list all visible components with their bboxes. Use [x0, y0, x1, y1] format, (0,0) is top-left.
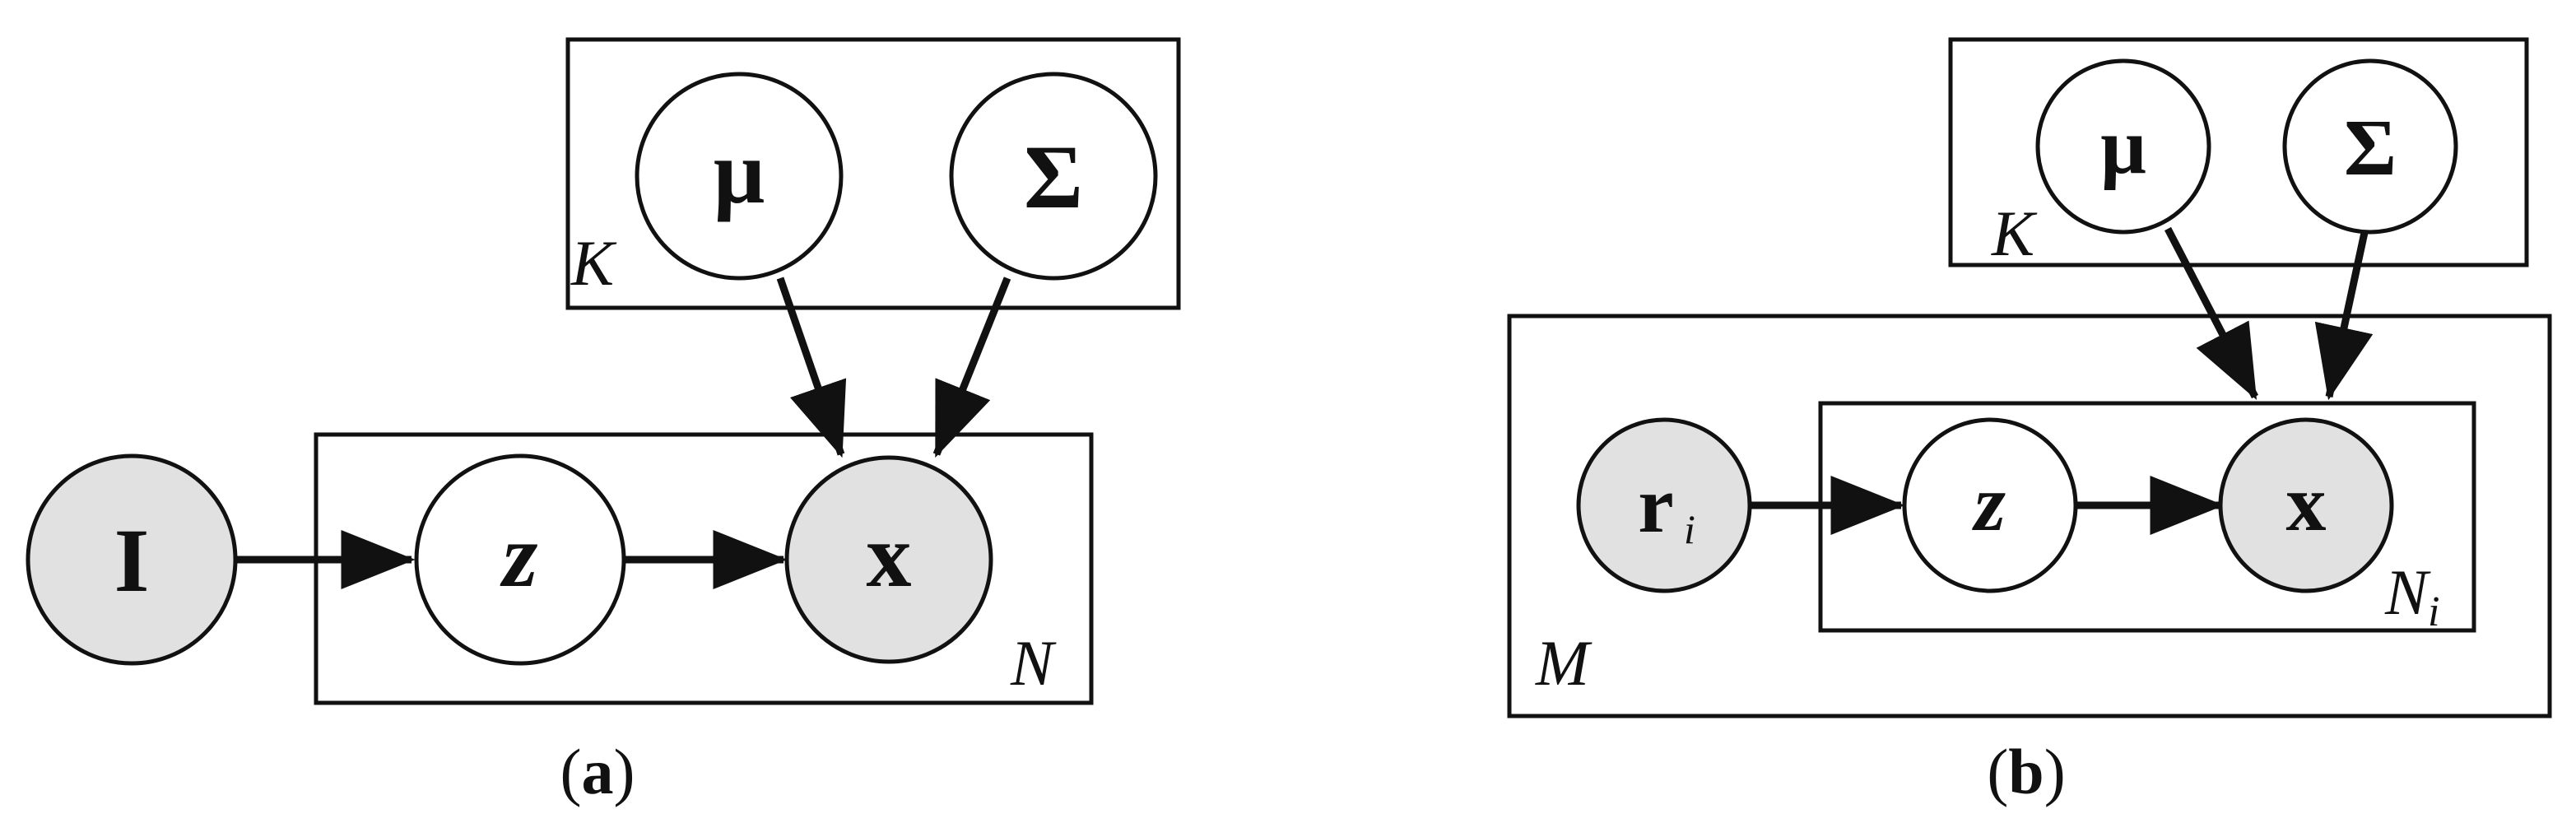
plate-b-M: M	[1507, 314, 2552, 718]
edge-a-sigma-x	[932, 277, 1011, 458]
plate-b-Ni-label: Ni	[2384, 556, 2439, 635]
node-b-mu: μ	[2035, 58, 2211, 235]
node-a-x: x	[784, 455, 993, 664]
node-a-z: z	[414, 453, 626, 666]
plate-b-Ni-label-main: N	[2384, 556, 2431, 628]
node-b-x: x	[2218, 417, 2394, 593]
node-a-sigma-symbol: Σ	[1024, 127, 1083, 227]
plate-b-Ni: Ni	[1818, 401, 2476, 635]
plate-b-K: K	[1948, 37, 2529, 269]
node-b-sigma: Σ	[2282, 58, 2458, 235]
diagram-a: K N μ Σ I	[26, 37, 1181, 807]
node-b-x-symbol: x	[2286, 459, 2327, 548]
node-b-mu-symbol: μ	[2100, 102, 2146, 191]
edge-b-sigma-x	[2314, 228, 2374, 401]
plate-b-M-label: M	[1535, 627, 1593, 699]
node-a-mu-symbol: μ	[714, 122, 765, 222]
plate-b-K-label: K	[1991, 198, 2038, 269]
node-a-sigma: Σ	[949, 72, 1158, 281]
node-a-x-symbol: x	[867, 505, 912, 606]
node-a-z-symbol: z	[500, 505, 538, 606]
plate-a-N-label: N	[1010, 627, 1057, 699]
node-b-z-symbol: z	[1972, 459, 2006, 548]
node-b-r-symbol: r	[1638, 461, 1674, 550]
caption-a: (a)	[560, 736, 635, 807]
node-a-I: I	[26, 453, 238, 666]
node-b-z: z	[1902, 417, 2078, 593]
caption-b-letter: b	[2008, 736, 2044, 807]
plate-a-K: K	[565, 37, 1181, 310]
node-b-r-subscript: i	[1684, 506, 1695, 552]
caption-a-letter: a	[582, 736, 614, 807]
diagram-b: K M Ni μ Σ	[1507, 37, 2552, 807]
node-a-I-symbol: I	[114, 510, 150, 611]
plate-a-K-label: K	[570, 227, 617, 299]
plate-a-N: N	[314, 432, 1094, 705]
edge-a-mu-x	[776, 277, 847, 458]
edge-b-mu-x	[2164, 226, 2258, 400]
plate-b-Ni-label-sub: i	[2428, 588, 2439, 635]
node-b-r: r i	[1576, 417, 1752, 593]
caption-b: (b)	[1987, 736, 2065, 807]
node-b-sigma-symbol: Σ	[2344, 104, 2397, 193]
node-a-mu: μ	[635, 72, 844, 281]
